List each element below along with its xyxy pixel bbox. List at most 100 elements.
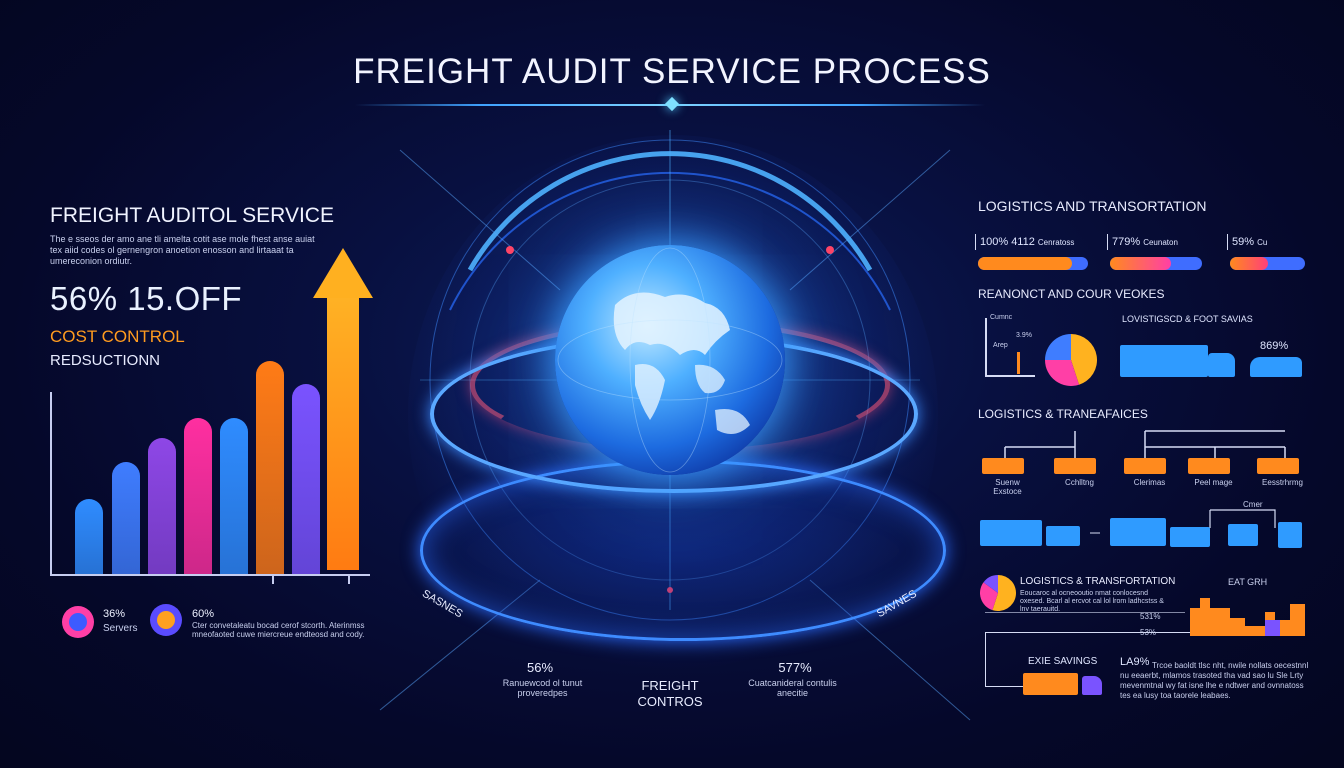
flow-connector-line: [985, 632, 986, 687]
flow-label: Cmer: [1243, 500, 1263, 509]
delivery-truck-icon: [1188, 458, 1230, 474]
flow-truck-icon: [1046, 526, 1080, 546]
savings-label: EXIE SAVINGS: [1028, 656, 1098, 667]
center-stat-left: 56%: [526, 660, 554, 675]
right-heading-1: LOGISTICS AND TRANSORTATION: [978, 198, 1207, 214]
bars-label: EAT GRH: [1228, 577, 1268, 587]
progress-sublabel: Ceunaton: [1143, 238, 1178, 247]
pie-slice: [983, 575, 998, 593]
growth-bar: [75, 499, 103, 574]
pie-slice: [1071, 334, 1097, 385]
mini-bar-chart: [1190, 598, 1305, 636]
delivery-truck-icon: [982, 458, 1024, 474]
right-heading-4-desc: Eoucaroc al ocneooutio nmat conlocesnd o…: [1020, 590, 1164, 613]
tree-node-label: Cchlltng: [1065, 478, 1094, 487]
divider-line: [985, 612, 1185, 613]
stat-ring-icon: [62, 606, 94, 638]
flow-truck-icon: [1278, 522, 1302, 548]
savings-percent: LA9%: [1120, 656, 1150, 668]
mini-chart-label: Cumnc: [990, 314, 1013, 321]
center-stat-right-desc: Cuatcanideral contulis anecitie: [748, 678, 837, 698]
left-heading: FREIGHT AUDITOL SERVICE: [50, 204, 334, 227]
progress-fill: [978, 257, 1072, 270]
progress-track: [1230, 257, 1305, 270]
right-heading-2: REANONCT AND COUR VEOKES: [978, 287, 1165, 301]
truck-icon: [1120, 345, 1208, 377]
pie-slice: [1045, 334, 1071, 360]
progress-track: [1110, 257, 1202, 270]
axis-tick: [272, 576, 274, 584]
progress-bracket: [1227, 234, 1228, 250]
stat-ring-icon: [150, 604, 182, 636]
flow-truck-icon: [1110, 518, 1166, 546]
growth-bar: [292, 384, 320, 574]
stat2-percent: 60%: [192, 608, 215, 620]
flow-diagram-lines: [1090, 509, 1276, 534]
stat1-label: Servers: [103, 623, 138, 634]
stat2-description: Cter convetaleatu bocad cerof stcorth. A…: [192, 621, 365, 639]
reduction-label: REDSUCTIONN: [50, 352, 161, 369]
center-stat-mid-2: CONTROS: [637, 694, 703, 709]
pie-slice: [1045, 360, 1080, 386]
pie-chart-2: [980, 575, 1016, 611]
axis-tick: [348, 576, 350, 584]
right-heading-3: LOGISTICS & TRANEAFAICES: [978, 407, 1148, 421]
progress-label: 779% Ceunaton: [1112, 236, 1178, 248]
progress-track: [978, 257, 1088, 270]
progress-label: 100% 4112 Cenratoss: [980, 236, 1075, 248]
flow-truck-icon: [1170, 527, 1210, 547]
pie-slice: [992, 575, 1016, 611]
savings-truck-icon: [1023, 673, 1078, 695]
mini-chart-axis: [985, 375, 1035, 377]
growth-bar: [256, 361, 284, 574]
divider-line: [985, 632, 1305, 633]
growth-bar: [220, 418, 248, 574]
bar-chart-x-axis: [50, 574, 370, 576]
savings-description: Trcoe baoldt tlsc nht, nwile nollats oec…: [1120, 661, 1309, 700]
percent-b: 53%: [1140, 628, 1157, 637]
center-stat-mid-1: FREIGHT: [641, 678, 699, 693]
tree-node-label: Eesstrhrmg: [1262, 478, 1303, 487]
delivery-truck-icon: [1054, 458, 1096, 474]
delivery-truck-icon: [1124, 458, 1166, 474]
percent-a: 531%: [1140, 612, 1161, 621]
flow-truck-icon: [1228, 524, 1258, 546]
progress-fill: [1230, 257, 1268, 270]
savings-truck-cab-icon: [1082, 676, 1102, 695]
growth-bar: [148, 438, 176, 574]
growth-arrow-head-icon: [313, 248, 373, 298]
progress-sublabel: Cenratoss: [1037, 238, 1075, 247]
tree-node-label: Suenw Exstoce: [993, 478, 1022, 496]
left-big-stat: 56% 15.OFF: [50, 280, 243, 317]
mini-chart-label: Arep: [993, 342, 1008, 349]
growth-bar: [184, 418, 212, 574]
progress-label: 59% Cu: [1232, 236, 1268, 248]
logistics-tree-lines: [1004, 430, 1286, 461]
center-stat-left-desc: Ranuewcod ol tunut proveredpes: [502, 678, 583, 698]
truck-cab-icon: [1208, 353, 1235, 377]
progress-bracket: [975, 234, 976, 250]
cost-control-label: COST CONTROL: [50, 327, 185, 346]
page-title: FREIGHT AUDIT SERVICE PROCESS: [353, 52, 991, 91]
van-icon: [1250, 357, 1302, 377]
center-stat-right: 577%: [778, 660, 812, 675]
growth-arrow-icon: [327, 295, 359, 570]
tree-node-label: Peel mage: [1194, 478, 1233, 487]
mini-chart-axis: [985, 318, 987, 376]
right-heading-4: LOGISTICS & TRANSFORTATION: [1020, 576, 1176, 587]
flow-truck-icon: [980, 520, 1042, 546]
delivery-truck-icon: [1257, 458, 1299, 474]
truck-savings-label: LOVISTIGSCD & FOOT SAVIAS: [1122, 314, 1253, 324]
title-diamond-icon: [664, 96, 680, 112]
progress-sublabel: Cu: [1257, 238, 1268, 247]
stat1-percent: 36%: [103, 608, 126, 620]
flow-connector-line: [985, 686, 1023, 687]
globe-icon: [555, 245, 785, 475]
pie-slice: [980, 582, 998, 611]
growth-bar: [112, 462, 140, 574]
progress-bracket: [1107, 234, 1108, 250]
pie-chart-1: [1045, 334, 1097, 386]
left-description: The e sseos der amo ane tli amelta cotit…: [50, 234, 315, 266]
mini-chart-bar: [1017, 352, 1020, 374]
progress-fill: [1110, 257, 1171, 270]
